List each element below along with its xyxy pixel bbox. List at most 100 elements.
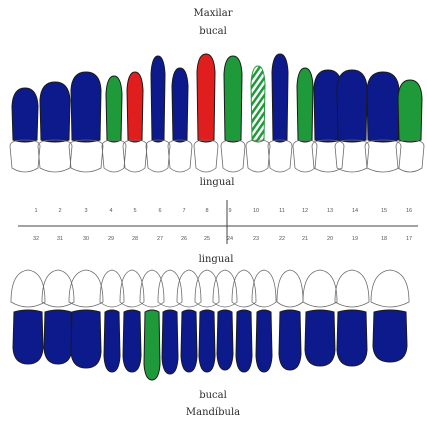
upper-tooth-number: 7	[182, 208, 185, 214]
upper-tooth-number: 2	[58, 208, 61, 214]
lower-tooth-27	[144, 310, 160, 380]
lower-tooth-number: 31	[57, 236, 63, 242]
upper-tooth-number: 1	[34, 208, 37, 214]
upper-tooth-6	[151, 56, 165, 142]
upper-tooth-9	[224, 56, 242, 142]
upper-tooth-number: 13	[327, 208, 333, 214]
upper-tooth-number: 14	[352, 208, 358, 214]
upper-tooth-number: 6	[158, 208, 161, 214]
lower-occlusal-18	[335, 270, 369, 307]
mandibula-title: Mandíbula	[186, 407, 240, 418]
upper-occlusal-row	[10, 140, 424, 172]
lower-occlusal-23	[213, 270, 237, 307]
upper-tooth-12	[297, 68, 313, 142]
upper-tooth-7	[172, 68, 188, 142]
lower-tooth-30	[71, 310, 101, 368]
lower-tooth-19	[305, 310, 335, 366]
upper-occlusal-11	[268, 140, 292, 172]
upper-tooth-10	[251, 66, 265, 142]
upper-occlusal-3	[69, 140, 103, 172]
lower-tooth-number: 18	[381, 236, 387, 242]
lower-tooth-number: 30	[83, 236, 89, 242]
upper-tooth-5	[127, 72, 143, 142]
upper-tooth-number: 11	[279, 208, 285, 214]
upper-lingual-label: lingual	[200, 177, 235, 188]
lower-tooth-number: 21	[302, 236, 308, 242]
lower-tooth-number: 32	[33, 236, 39, 242]
upper-occlusal-14	[335, 140, 369, 172]
upper-occlusal-4	[102, 140, 126, 172]
lower-tooth-number: 25	[204, 236, 210, 242]
lower-tooth-number: 19	[352, 236, 358, 242]
lower-tooth-24	[199, 310, 215, 372]
upper-tooth-8	[197, 54, 215, 142]
upper-tooth-number: 5	[133, 208, 136, 214]
upper-tooth-number: 3	[84, 208, 87, 214]
upper-occlusal-9	[221, 140, 245, 172]
upper-tooth-number: 10	[253, 208, 259, 214]
upper-occlusal-1	[10, 140, 40, 172]
upper-tooth-16	[398, 80, 422, 142]
lower-number-row: 32 31 30 29 28 27 26 25 24 23 22 21 20 19 18 17	[33, 236, 412, 242]
upper-tooth-2	[40, 82, 70, 142]
upper-tooth-14	[337, 70, 367, 142]
upper-tooth-number: 8	[205, 208, 208, 214]
lower-tooth-17	[373, 310, 407, 362]
lower-tooth-25	[181, 310, 197, 372]
lower-tooth-31	[44, 310, 72, 364]
lower-occlusal-17	[371, 270, 409, 307]
lower-tooth-number: 17	[406, 236, 412, 242]
lower-occlusal-19	[303, 270, 337, 307]
lower-tooth-28	[123, 310, 141, 372]
lower-tooth-number: 27	[157, 236, 163, 242]
upper-tooth-number: 9	[228, 208, 231, 214]
upper-occlusal-12	[293, 140, 317, 172]
upper-tooth-number: 4	[109, 208, 112, 214]
upper-occlusal-6	[146, 140, 170, 172]
lower-tooth-23	[217, 310, 233, 370]
upper-occlusal-8	[194, 140, 218, 172]
upper-tooth-number: 12	[302, 208, 308, 214]
upper-occlusal-15	[365, 140, 401, 172]
lower-tooth-number: 26	[181, 236, 187, 242]
upper-occlusal-10	[246, 140, 270, 172]
lower-tooth-20	[279, 310, 301, 370]
lower-occlusal-row	[11, 270, 409, 307]
lower-tooth-number: 24	[227, 236, 233, 242]
lower-occlusal-24	[195, 270, 219, 307]
lower-buccal-row	[13, 310, 407, 380]
upper-tooth-3	[71, 72, 101, 142]
lower-occlusal-26	[158, 270, 182, 307]
lower-tooth-number: 28	[132, 236, 138, 242]
lower-tooth-22	[236, 310, 252, 372]
lower-occlusal-32	[11, 270, 45, 307]
upper-occlusal-7	[168, 140, 192, 172]
lower-occlusal-20	[277, 270, 303, 307]
lower-tooth-29	[104, 310, 120, 372]
lower-tooth-number: 20	[327, 236, 333, 242]
lower-tooth-18	[337, 310, 367, 366]
upper-tooth-number: 16	[406, 208, 412, 214]
upper-tooth-1	[12, 88, 38, 142]
maxilar-bucal-label: bucal	[199, 26, 227, 37]
lower-tooth-21	[256, 310, 272, 372]
upper-tooth-number: 15	[381, 208, 387, 214]
upper-occlusal-5	[123, 140, 147, 172]
upper-tooth-15	[367, 72, 399, 142]
upper-occlusal-2	[38, 140, 72, 172]
lower-tooth-number: 22	[279, 236, 285, 242]
upper-buccal-row	[12, 54, 422, 142]
lower-lingual-label: lingual	[199, 254, 234, 265]
lower-tooth-32	[13, 310, 43, 364]
mandibula-bucal-label: bucal	[199, 390, 227, 401]
upper-tooth-11	[272, 54, 288, 142]
lower-tooth-number: 23	[253, 236, 259, 242]
lower-occlusal-25	[177, 270, 201, 307]
lower-tooth-26	[162, 310, 178, 374]
maxilar-title: Maxilar	[194, 8, 233, 19]
upper-tooth-4	[106, 76, 122, 142]
lower-tooth-number: 29	[108, 236, 114, 242]
